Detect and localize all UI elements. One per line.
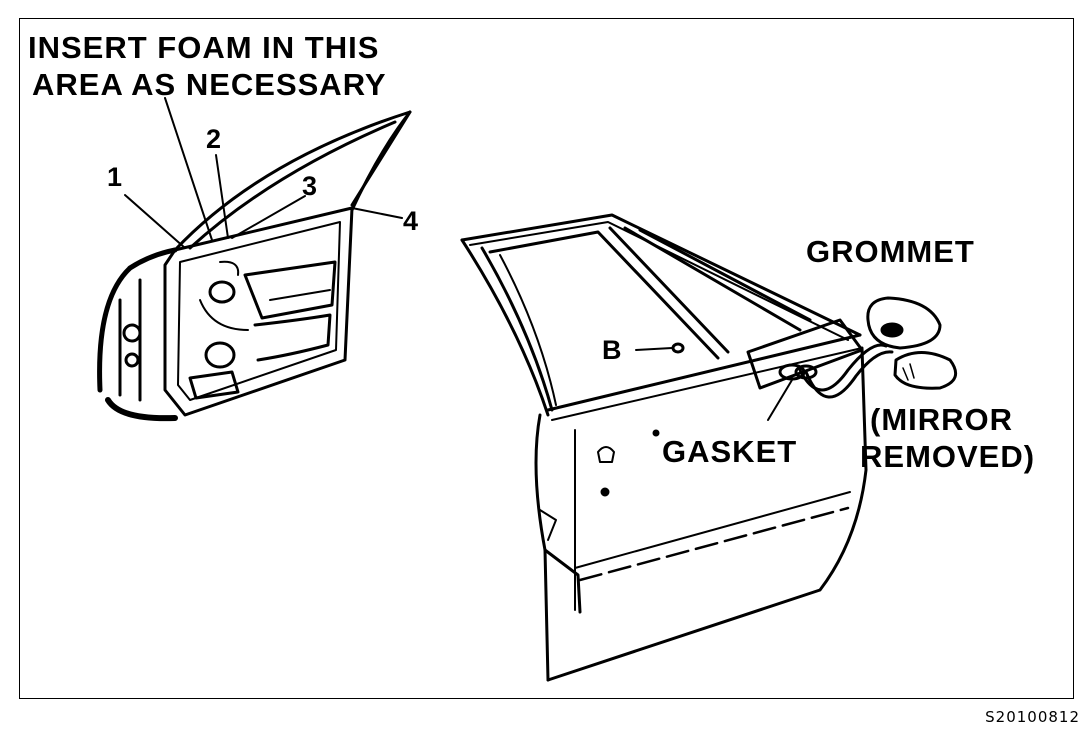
b-label: B	[602, 335, 623, 365]
grommet-label: GROMMET	[806, 234, 975, 269]
callout-leaders	[124, 97, 403, 249]
callout-2: 2	[206, 124, 223, 154]
door-outer-panel	[460, 213, 894, 682]
foam-note-line1: INSERT FOAM IN THIS	[28, 30, 380, 65]
door-inner-panel	[97, 110, 412, 422]
mirror-assembly	[866, 296, 958, 390]
foam-note-line2: AREA AS NECESSARY	[32, 67, 387, 102]
mirror-note-line2: REMOVED)	[860, 439, 1036, 474]
figure-code: S20100812	[985, 708, 1080, 726]
mirror-note-line1: (MIRROR	[870, 402, 1014, 437]
callout-1: 1	[107, 162, 124, 192]
gasket-label: GASKET	[662, 434, 798, 469]
figure-frame	[19, 18, 1074, 699]
callout-3: 3	[302, 171, 319, 201]
callout-4: 4	[403, 206, 420, 236]
